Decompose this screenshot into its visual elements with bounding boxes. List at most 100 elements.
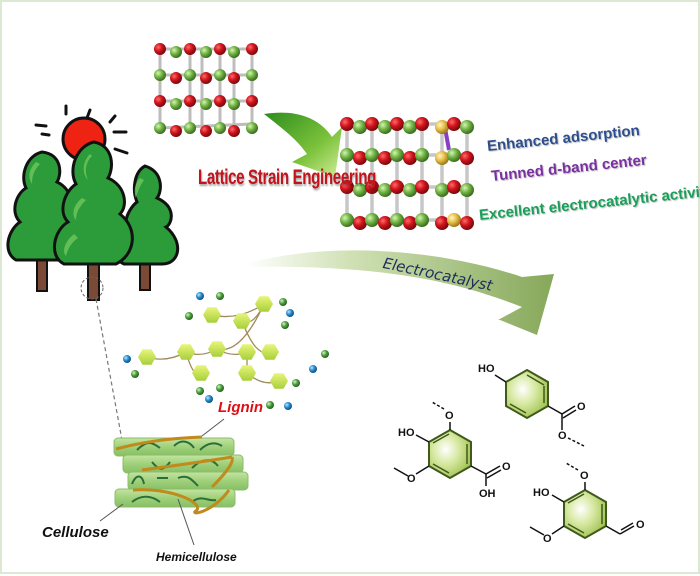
atom-red xyxy=(246,95,258,107)
atom-red xyxy=(184,95,196,107)
atom-green xyxy=(353,120,367,134)
atom-red xyxy=(403,216,417,230)
atom-red xyxy=(246,43,258,55)
atom-red xyxy=(460,216,474,230)
atom-red xyxy=(378,216,392,230)
atom-yellow xyxy=(447,213,461,227)
atom-green xyxy=(390,148,404,162)
atom-green xyxy=(200,46,212,58)
atom-red xyxy=(154,43,166,55)
atom-red xyxy=(170,125,182,137)
atom-green xyxy=(415,148,429,162)
lignin-ring xyxy=(203,307,221,323)
atom-green xyxy=(246,69,258,81)
lignin-green-group xyxy=(131,370,139,378)
lignin-blue-group xyxy=(286,309,294,317)
atom-green xyxy=(170,46,182,58)
product-syringic-acid xyxy=(393,401,502,486)
lignin-blue-group xyxy=(196,292,204,300)
atom-red xyxy=(340,180,354,194)
hba-ester-o-label: O xyxy=(558,430,567,442)
atom-red xyxy=(390,180,404,194)
strain-arrow xyxy=(264,112,342,177)
atom-green xyxy=(403,120,417,134)
lignin-green-group xyxy=(292,379,300,387)
sal-methoxy-bottom-o: O xyxy=(543,533,552,545)
atom-green xyxy=(246,122,258,134)
atom-green xyxy=(340,213,354,227)
atom-red xyxy=(200,72,212,84)
atom-green xyxy=(447,148,461,162)
atom-green xyxy=(353,183,367,197)
atom-green xyxy=(228,46,240,58)
cellulose-label: Cellulose xyxy=(42,524,109,541)
atom-red xyxy=(340,117,354,131)
lignin-blue-group xyxy=(309,365,317,373)
lignin-blue-group xyxy=(123,355,131,363)
lignin-network xyxy=(123,292,329,410)
atom-green xyxy=(214,69,226,81)
atom-green xyxy=(378,183,392,197)
atom-green xyxy=(390,213,404,227)
atom-green xyxy=(228,98,240,110)
lignin-green-group xyxy=(216,292,224,300)
atom-red xyxy=(460,151,474,165)
lignin-ring xyxy=(177,344,195,360)
atom-green xyxy=(365,213,379,227)
lignin-ring xyxy=(138,349,156,365)
lignin-ring xyxy=(208,341,226,357)
sal-oh-label: HO xyxy=(533,487,550,499)
lattice-strain-engineering-title: Lattice Strain Engineering xyxy=(198,166,376,189)
lignin-ring xyxy=(238,344,256,360)
atom-red xyxy=(403,151,417,165)
atom-red xyxy=(154,95,166,107)
strained-lattice xyxy=(340,117,474,230)
atom-red xyxy=(170,72,182,84)
lignin-ring xyxy=(238,365,256,381)
hba-oh-label: HO xyxy=(478,363,495,375)
lignin-ring xyxy=(192,365,210,381)
sa-acid-oh: OH xyxy=(479,488,496,500)
lignin-green-group xyxy=(216,384,224,392)
atom-green xyxy=(340,148,354,162)
lignin-green-group xyxy=(266,401,274,409)
atom-red xyxy=(415,117,429,131)
sa-methoxy-top-o: O xyxy=(445,410,454,422)
atom-green xyxy=(184,122,196,134)
lignin-label: Lignin xyxy=(218,399,263,416)
atom-red xyxy=(365,180,379,194)
lignin-green-group xyxy=(185,312,193,320)
hba-carbonyl-o-label: O xyxy=(577,401,586,413)
lignin-ring xyxy=(255,296,273,312)
atom-green xyxy=(378,120,392,134)
atom-red xyxy=(228,125,240,137)
atom-red xyxy=(447,180,461,194)
sa-methoxy-bottom-o: O xyxy=(407,473,416,485)
atom-green xyxy=(184,69,196,81)
atom-red xyxy=(447,117,461,131)
lignin-green-group xyxy=(196,387,204,395)
atom-red xyxy=(415,180,429,194)
atom-green xyxy=(435,183,449,197)
atom-red xyxy=(200,125,212,137)
atom-green xyxy=(200,98,212,110)
lignin-blue-group xyxy=(205,395,213,403)
product-syringaldehyde xyxy=(529,462,635,540)
sun-rays xyxy=(34,104,129,155)
atom-green xyxy=(403,183,417,197)
atom-green xyxy=(460,183,474,197)
atom-red xyxy=(390,117,404,131)
atom-red xyxy=(353,216,367,230)
atom-red xyxy=(353,151,367,165)
atom-green xyxy=(365,148,379,162)
forest-illustration xyxy=(6,104,179,441)
product-hydroxybenzoate xyxy=(494,368,585,447)
lignin-ring xyxy=(261,344,279,360)
atom-red xyxy=(378,151,392,165)
atom-yellow xyxy=(435,151,449,165)
unstrained-lattice xyxy=(154,43,258,137)
atom-green xyxy=(170,98,182,110)
cellulose-bundle xyxy=(99,418,249,546)
